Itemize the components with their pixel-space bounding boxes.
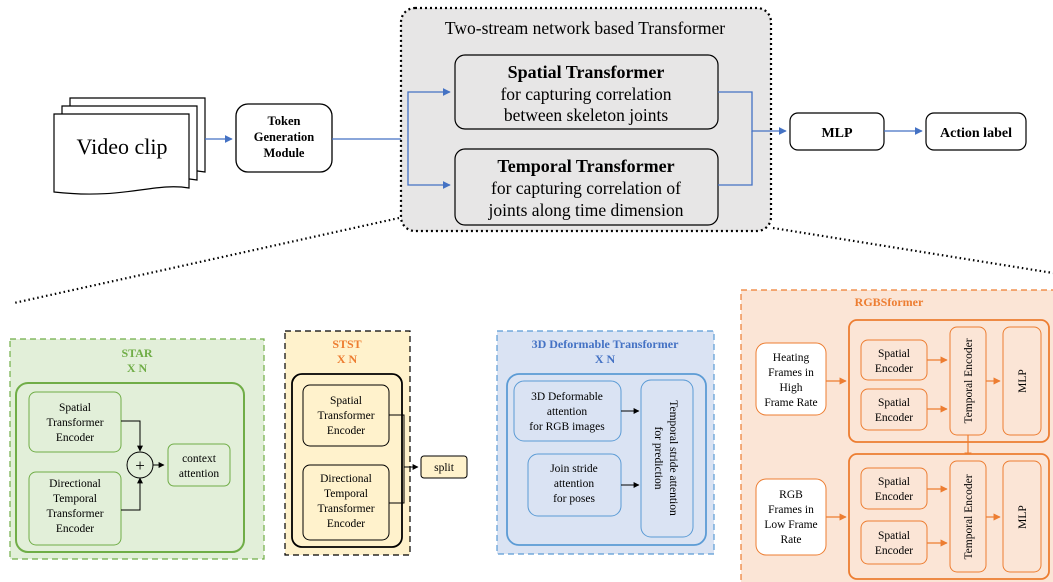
- star-context-line2: attention: [179, 468, 219, 480]
- rgbsformer-panel: RGBSformer Heating Frames in High Frame …: [740, 289, 1053, 582]
- star-dir-line2: Temporal: [53, 493, 97, 505]
- star-spatial-line2: Transformer: [46, 417, 103, 429]
- temporal-transformer-line1: for capturing correlation of: [491, 178, 681, 198]
- stst-title: STST: [332, 337, 361, 351]
- token-label-1: Token: [268, 114, 301, 128]
- rgbs-rgb-line4: Rate: [780, 534, 801, 546]
- two-stream-title: Two-stream network based Transformer: [445, 18, 725, 38]
- token-label-3: Module: [264, 146, 305, 160]
- rgbs-heat-line1: Heating: [773, 352, 810, 364]
- deformable-stride-line2: for prediction: [652, 427, 664, 490]
- token-label-2: Generation: [254, 130, 314, 144]
- stst-dir-line1: Directional: [320, 473, 372, 485]
- video-clip-label: Video clip: [77, 134, 168, 159]
- star-dir-line1: Directional: [49, 478, 101, 490]
- rgbs-mlp-1: MLP: [1017, 369, 1029, 393]
- stst-panel: STST X N Spatial Transformer Encoder Dir…: [284, 330, 468, 556]
- rgbs-rgb-line3: Low Frame: [764, 519, 817, 531]
- temporal-transformer-line2: joints along time dimension: [488, 200, 684, 220]
- deformable-xn: X N: [595, 352, 616, 366]
- star-title: STAR: [121, 346, 152, 360]
- rgbs-enc4-line1: Spatial: [878, 530, 910, 542]
- token-generation-module: Token Generation Module: [235, 103, 333, 173]
- spatial-transformer-line2: between skeleton joints: [504, 105, 668, 125]
- deformable-join-line3: for poses: [553, 493, 595, 505]
- rgbs-enc1-line1: Spatial: [878, 348, 910, 360]
- video-clip-stack: Video clip: [53, 97, 206, 195]
- spatial-transformer-box: Spatial Transformer for capturing correl…: [454, 54, 719, 130]
- deformable-attn-line2: attention: [547, 406, 587, 418]
- stst-spatial-line3: Encoder: [327, 425, 365, 437]
- rgbs-rgb-line2: Frames in: [768, 504, 814, 516]
- deformable-join-line1: Join stride: [550, 463, 598, 475]
- star-dir-line4: Encoder: [56, 523, 94, 535]
- rgbs-enc1-line2: Encoder: [875, 363, 913, 375]
- stst-spatial-line1: Spatial: [330, 395, 362, 407]
- mlp-box: MLP: [789, 112, 885, 151]
- zoom-line-right: [772, 226, 1053, 275]
- stst-dir-line3: Transformer: [317, 503, 374, 515]
- deformable-title: 3D Deformable Transformer: [532, 337, 680, 351]
- arrow-temporal-to-mlp: [718, 131, 753, 186]
- star-dir-line3: Transformer: [46, 508, 103, 520]
- rgbs-enc2-line2: Encoder: [875, 412, 913, 424]
- deformable-attn-line1: 3D Deformable: [531, 391, 603, 403]
- rgbs-enc3-line2: Encoder: [875, 491, 913, 503]
- zoom-line-left: [13, 216, 400, 305]
- spatial-transformer-title: Spatial Transformer: [508, 62, 665, 82]
- star-xn: X N: [127, 361, 148, 375]
- arrow-spatial-to-mlp: [718, 91, 787, 135]
- star-spatial-line3: Encoder: [56, 432, 94, 444]
- rgbs-heat-line4: Frame Rate: [764, 397, 817, 409]
- rgbs-enc4-line2: Encoder: [875, 545, 913, 557]
- deformable-panel: 3D Deformable Transformer X N 3D Deforma…: [496, 330, 715, 555]
- rgbsformer-title: RGBSformer: [855, 295, 924, 309]
- rgbs-temporal-encoder-1: Temporal Encoder: [963, 338, 975, 423]
- stst-split: split: [434, 462, 455, 474]
- rgbs-temporal-encoder-2: Temporal Encoder: [963, 474, 975, 559]
- temporal-transformer-title: Temporal Transformer: [497, 156, 674, 176]
- rgbs-heat-line3: High: [780, 382, 803, 394]
- deformable-join-line2: attention: [554, 478, 594, 490]
- stst-dir-line2: Temporal: [324, 488, 368, 500]
- stst-spatial-line2: Transformer: [317, 410, 374, 422]
- star-context-line1: context: [182, 453, 217, 465]
- rgbs-enc2-line1: Spatial: [878, 397, 910, 409]
- temporal-transformer-box: Temporal Transformer for capturing corre…: [454, 148, 719, 226]
- rgbs-rgb-line1: RGB: [779, 489, 803, 501]
- spatial-transformer-line1: for capturing correlation: [500, 84, 671, 104]
- mlp-label: MLP: [821, 126, 853, 141]
- star-panel: STAR X N Spatial Transformer Encoder Dir…: [9, 338, 265, 560]
- star-spatial-line1: Spatial: [59, 402, 91, 414]
- deformable-attn-line3: for RGB images: [529, 421, 605, 433]
- rgbs-enc3-line1: Spatial: [878, 476, 910, 488]
- rgbs-heat-line2: Frames in: [768, 367, 814, 379]
- deformable-stride-line1: Temporal stride attention: [667, 400, 679, 516]
- star-plus: +: [135, 456, 145, 475]
- stst-xn: X N: [337, 352, 358, 366]
- rgbs-mlp-2: MLP: [1017, 505, 1029, 529]
- action-label-box: Action label: [925, 112, 1027, 151]
- arrow-to-spatial: [407, 88, 451, 139]
- action-label-text: Action label: [940, 126, 1012, 141]
- arrow-to-temporal: [407, 139, 451, 189]
- stst-dir-line4: Encoder: [327, 518, 365, 530]
